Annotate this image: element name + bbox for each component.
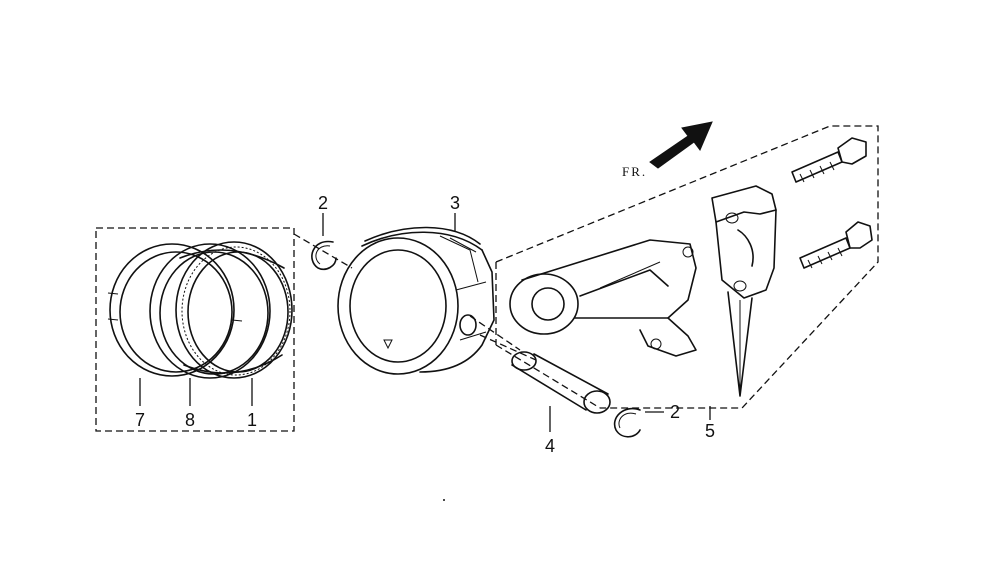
stray-dot: [443, 499, 445, 501]
piston-pin-clip-right: [613, 407, 641, 438]
connecting-rod-cap: [711, 185, 777, 397]
connecting-rod: [509, 239, 697, 357]
piston-pin-clip-left: [311, 240, 337, 271]
callout-3: 3: [450, 193, 460, 213]
piston-ring-top: [107, 243, 235, 377]
callout-1: 1: [247, 410, 257, 430]
front-direction-arrow-icon: [649, 121, 713, 169]
callout-8: 8: [185, 410, 195, 430]
callout-7: 7: [135, 410, 145, 430]
piston-pin: [511, 351, 611, 414]
ring-set-box: [95, 227, 295, 432]
callout-2-left: 2: [318, 193, 328, 213]
callout-2-right: 2: [670, 402, 680, 422]
front-direction-label: FR.: [622, 164, 647, 179]
piston: [337, 226, 495, 375]
connecting-rod-bolt-lower: [799, 221, 873, 269]
piston-ring-oil: [175, 241, 293, 379]
connecting-rod-bolt-upper: [791, 137, 867, 183]
callout-5: 5: [705, 421, 715, 441]
callout-4: 4: [545, 436, 555, 456]
